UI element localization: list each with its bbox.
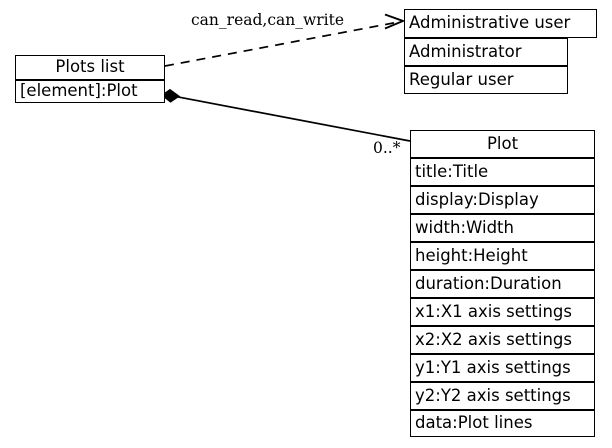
composition-multiplicity-label: 0..* (373, 139, 401, 157)
class-attribute-row: height:Height (410, 241, 595, 270)
class-attribute-row: [element]:Plot (15, 79, 165, 103)
composition-edge (160, 88, 411, 142)
class-name-plots-list: Plots list (15, 55, 165, 80)
class-name-plot: Plot (410, 130, 595, 158)
dependency-arrowhead-icon (384, 13, 406, 30)
class-attribute-row: Regular user (404, 65, 568, 94)
class-attribute-row: duration:Duration (410, 269, 595, 298)
composition-edge-line (175, 95, 411, 142)
class-attribute-row: x2:X2 axis settings (410, 325, 595, 354)
class-attribute-row: title:Title (410, 157, 595, 186)
class-name-administrative-user: Administrative user (404, 9, 597, 38)
class-attribute-row: data:Plot lines (410, 409, 595, 437)
class-attribute-row: width:Width (410, 213, 595, 242)
class-attribute-row: x1:X1 axis settings (410, 297, 595, 326)
class-attribute-row: Administrator (404, 37, 568, 66)
dependency-edge-line (164, 21, 397, 67)
class-attribute-row: y2:Y2 axis settings (410, 381, 595, 410)
class-attribute-row: display:Display (410, 185, 595, 214)
class-attribute-row: y1:Y1 axis settings (410, 353, 595, 382)
dependency-edge-label: can_read,can_write (191, 11, 345, 29)
